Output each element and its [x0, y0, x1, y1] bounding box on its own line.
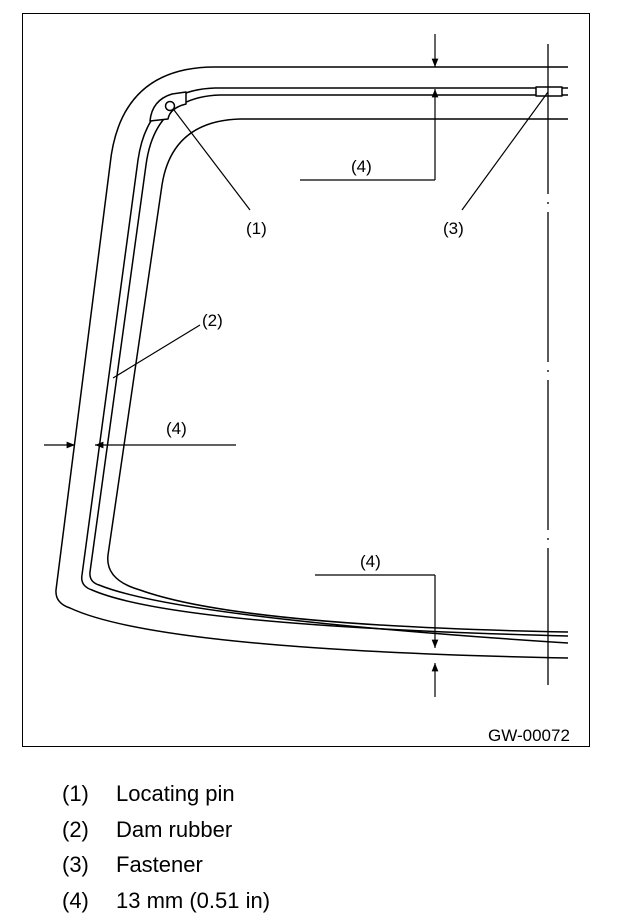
callout-label-4-bottom: (4): [360, 552, 381, 571]
legend-item: (1) Locating pin: [62, 776, 582, 812]
callout-label-4-top: (4): [351, 157, 372, 176]
glass-outer-edge: [55, 66, 569, 659]
figure-code: GW-00072: [488, 726, 570, 745]
legend-text: 13 mm (0.51 in): [116, 887, 271, 913]
legend-number: (1): [62, 781, 89, 806]
legend-number: (2): [62, 816, 89, 842]
legend-item: (2) Dam rubber: [62, 812, 582, 848]
legend-text: Locating pin: [116, 781, 235, 806]
legend-item: (3) Fastener: [62, 847, 582, 883]
legend-text: Fastener: [116, 852, 203, 877]
callout-label-3: (3): [443, 219, 464, 238]
locating-pin-hole: [164, 100, 176, 112]
leader-line-1: [173, 109, 251, 211]
glass-inner-edge: [107, 118, 569, 633]
legend-number: (4): [62, 887, 89, 913]
legend-text: Dam rubber: [116, 816, 233, 842]
legend: (1) Locating pin (2) Dam rubber (3) Fast…: [62, 776, 582, 918]
callout-label-2: (2): [202, 311, 223, 330]
legend-number: (3): [62, 852, 89, 877]
dam-rubber-outer-line: [80, 87, 569, 637]
fastener-shape: [535, 86, 563, 97]
leader-line-2: [112, 324, 201, 379]
callout-label-1: (1): [246, 219, 267, 238]
dam-rubber-inner-line: [89, 94, 569, 644]
legend-item: (4) 13 mm (0.51 in): [62, 883, 582, 919]
callout-label-4-left: (4): [166, 419, 187, 438]
leader-line-3: [461, 91, 549, 211]
